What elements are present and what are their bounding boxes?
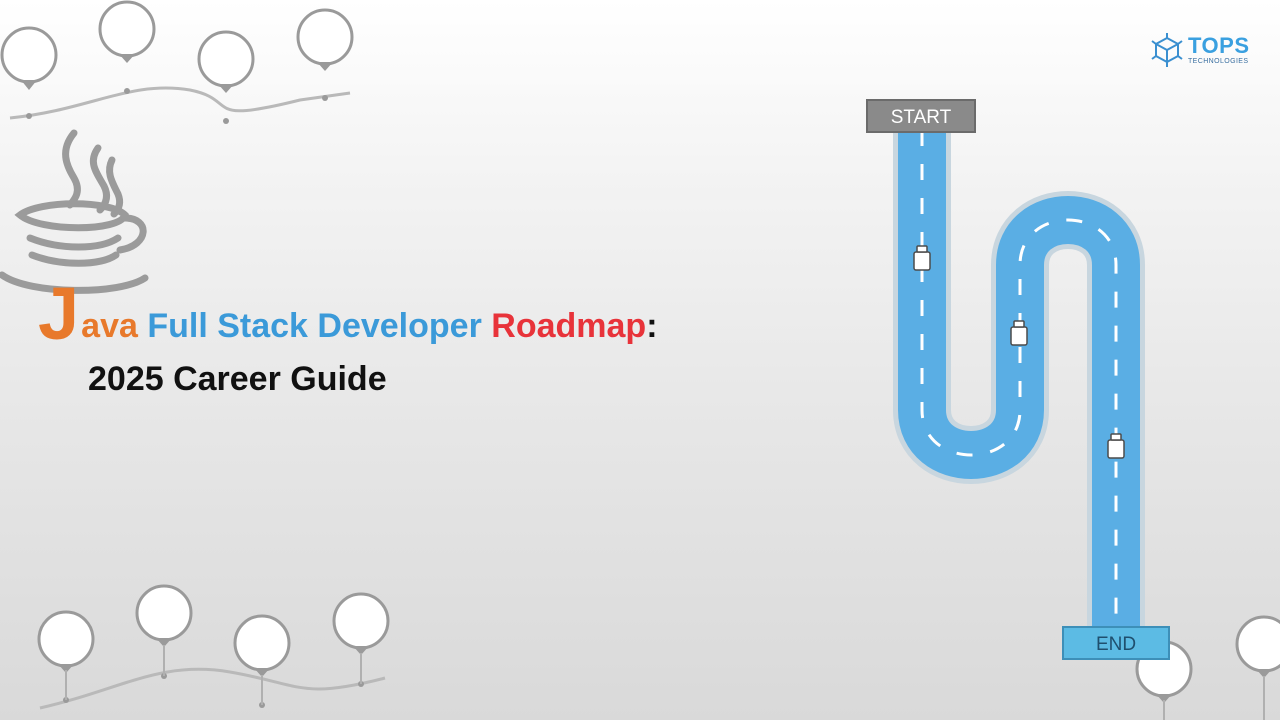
map-pin-icon bbox=[233, 614, 291, 677]
title-word-roadmap: Roadmap bbox=[491, 307, 647, 345]
title-colon: : bbox=[646, 307, 658, 345]
title-line-1: J ava Full Stack Developer Roadmap : bbox=[38, 272, 658, 355]
map-pin-icon bbox=[37, 610, 95, 673]
title-initial-j: J bbox=[38, 272, 80, 355]
title-phrase-blue: Full Stack Developer bbox=[147, 307, 482, 345]
title-word-ava: ava bbox=[81, 307, 138, 345]
bottom-route-line bbox=[39, 667, 386, 710]
map-pin-icon bbox=[0, 26, 58, 90]
car-markers bbox=[913, 245, 1125, 459]
map-pin-icon bbox=[296, 8, 354, 71]
page-title: J ava Full Stack Developer Roadmap : 202… bbox=[38, 272, 658, 399]
top-route-line bbox=[9, 86, 351, 120]
map-pin-icon bbox=[197, 30, 255, 93]
title-line-2: 2025 Career Guide bbox=[88, 360, 387, 398]
start-sign: START bbox=[866, 99, 976, 133]
cube-network-icon bbox=[1151, 33, 1183, 67]
map-pin-icon bbox=[332, 592, 390, 655]
logo-subtitle: TECHNOLOGIES bbox=[1188, 58, 1249, 65]
map-pin-icon bbox=[1235, 615, 1280, 678]
tops-logo: TOPS TECHNOLOGIES bbox=[1150, 32, 1250, 68]
map-pin-icon bbox=[98, 0, 156, 63]
end-sign: END bbox=[1062, 626, 1170, 660]
map-pin-icon bbox=[135, 584, 193, 647]
logo-name: TOPS bbox=[1188, 33, 1250, 58]
